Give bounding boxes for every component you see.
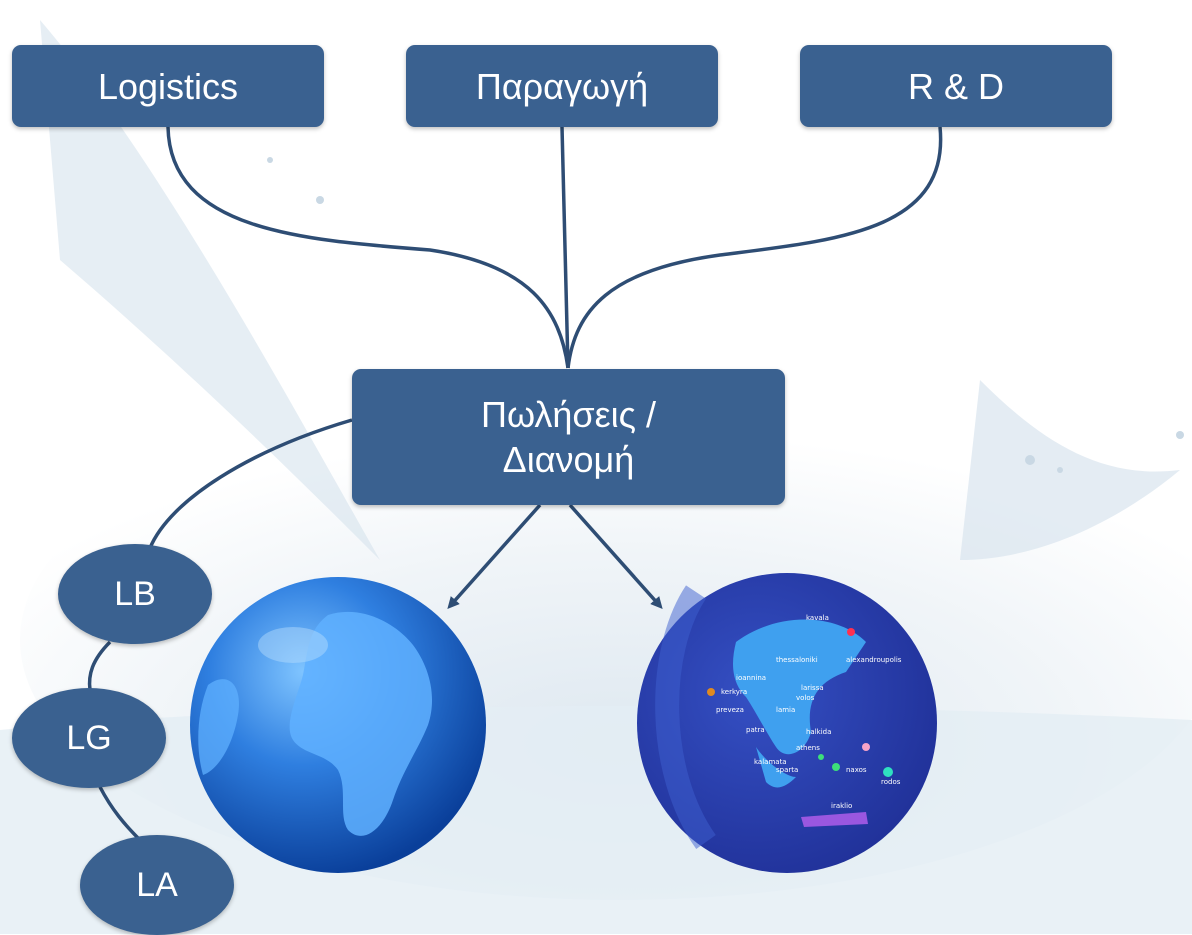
greece-city-label: lamia: [776, 706, 795, 714]
greece-city-label: rodos: [881, 778, 901, 786]
box-paragogi-label: Παραγωγή: [475, 65, 649, 107]
greece-city-label: patra: [746, 726, 765, 734]
oval-lg-label: LG: [66, 718, 112, 757]
box-rd-label: R & D: [907, 65, 1004, 107]
greece-map-labels: kavala thessaloniki alexandroupolis ioannin…: [716, 614, 902, 810]
greece-city-label: ioannina: [736, 674, 766, 682]
arrow-to-greece: [568, 503, 663, 609]
greece-city-label: iraklio: [831, 802, 852, 810]
connector-lb-to-lg: [87, 640, 112, 691]
oval-lb: LB: [58, 544, 212, 644]
greece-city-label: sparta: [776, 766, 798, 774]
connector-sales-to-lb: [148, 418, 353, 549]
connector-paragogi-to-sales: [560, 126, 570, 369]
connector-rd-to-sales: [566, 126, 943, 369]
connector-logistics-to-sales: [166, 126, 570, 369]
greece-city-label: kerkyra: [721, 688, 747, 696]
connector-lg-to-la: [98, 786, 142, 842]
greece-city-label: naxos: [846, 766, 867, 774]
greece-city-label: alexandroupolis: [846, 656, 902, 664]
greece-city-label: kavala: [806, 614, 829, 622]
greece-city-label: halkida: [806, 728, 831, 736]
oval-lb-label: LB: [114, 574, 156, 613]
greece-city-label: larissa: [801, 684, 824, 692]
greece-city-label: thessaloniki: [776, 656, 818, 664]
box-paragogi: Παραγωγή: [406, 45, 718, 127]
greece-city-label: volos: [796, 694, 815, 702]
globe-icon: [190, 577, 486, 873]
greece-city-label: kalamata: [754, 758, 787, 766]
box-sales-distribution: Πωλήσεις / Διανομή: [352, 369, 785, 505]
greece-map-icon: kavala thessaloniki alexandroupolis ioannin…: [637, 573, 937, 873]
box-logistics-label: Logistics: [97, 65, 239, 107]
oval-lg: LG: [12, 688, 166, 788]
oval-la-label: LA: [136, 865, 178, 904]
greece-city-label: athens: [796, 744, 820, 752]
arrow-to-world: [447, 503, 542, 609]
box-rd: R & D: [800, 45, 1112, 127]
box-sales-label: Πωλήσεις / Διανομή: [480, 394, 657, 480]
oval-la: LA: [80, 835, 234, 935]
greece-city-label: preveza: [716, 706, 744, 714]
box-logistics: Logistics: [12, 45, 324, 127]
